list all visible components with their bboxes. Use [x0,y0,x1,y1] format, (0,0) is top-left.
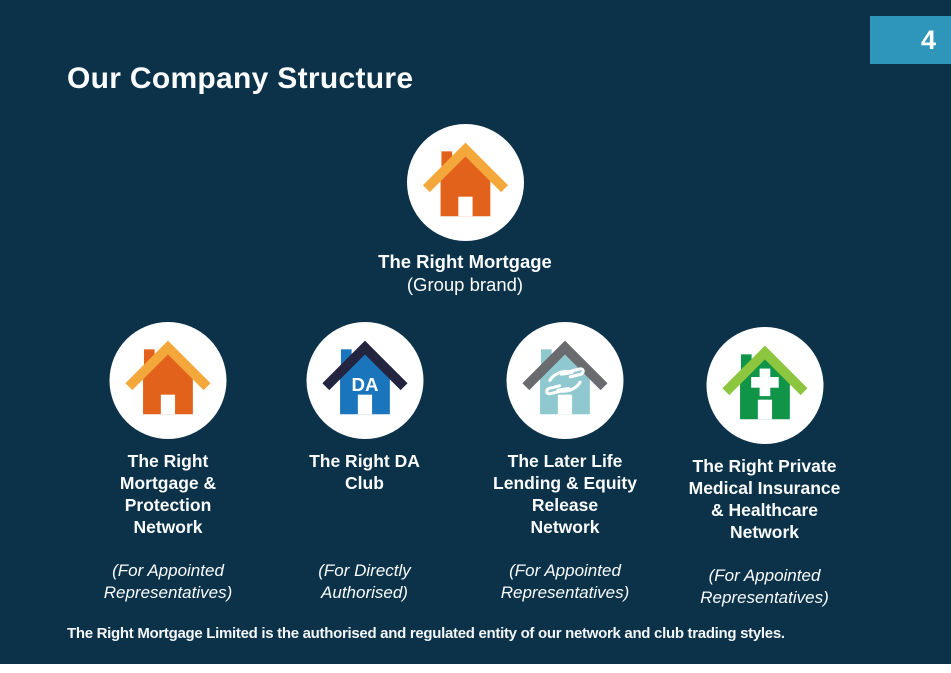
entity-column-da-club: DA The Right DA Club (For Directly Autho… [267,0,462,673]
entity-column-mortgage-protection: The Right Mortgage & Protection Network … [70,0,266,673]
entity-name: The Right Mortgage & Protection Network [119,451,217,537]
entity-name: The Right DA Club [309,451,420,493]
entity-subtitle: (For Appointed Representatives) [103,561,233,602]
entity-circle [506,322,624,439]
entity-circle [109,322,227,439]
entity-subtitle: (For Appointed Representatives) [500,561,630,602]
house-medical-cross-icon [720,341,809,430]
house-icon [124,336,213,425]
entity-subtitle: (For Appointed Representatives) [700,566,829,607]
house-icon [421,138,510,227]
entity-column-later-life: The Later Life Lending & Equity Release … [467,0,663,673]
svg-text:DA: DA [351,374,378,395]
entity-circle: DA [306,322,423,439]
entity-circle [706,327,823,444]
entity-name: The Right Private Medical Insurance & He… [688,456,841,542]
group-brand-name: The Right Mortgage [378,251,552,272]
entity-subtitle: (For Directly Authorised) [318,561,411,602]
entity-name: The Later Life Lending & Equity Release … [493,451,637,537]
group-brand-circle [407,124,524,241]
page-number: 4 [920,24,936,55]
group-brand-subtitle: (Group brand) [406,274,524,295]
house-da-icon: DA [320,336,409,425]
house-care-hands-icon [521,336,610,425]
page-number-badge: 4 [870,16,951,64]
bottom-divider [0,664,951,673]
page-title: Our Company Structure [67,62,414,95]
entity-column-private-medical: The Right Private Medical Insurance & He… [664,0,865,673]
regulatory-footer-note: The Right Mortgage Limited is the author… [67,625,785,642]
